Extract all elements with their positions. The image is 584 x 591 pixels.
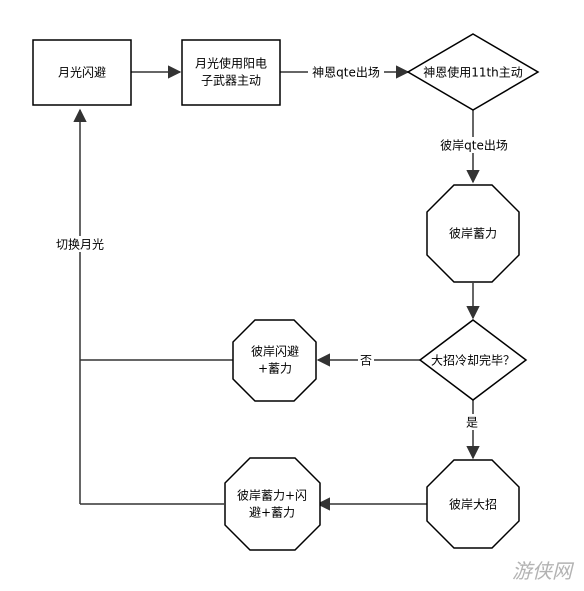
edge-label-switch-moonlight: 切换月光 <box>56 238 104 252</box>
node-bian-charge-label: 彼岸蓄力 <box>449 227 497 241</box>
edge-label-bg-switch-moonlight <box>54 236 106 252</box>
node-ult-ready-label: 大招冷却完毕？ <box>431 353 515 368</box>
node-bian-ult-octagon <box>426 459 520 549</box>
watermark-logo: 游侠网 <box>512 559 575 583</box>
node-bian-charge-octagon <box>426 184 520 283</box>
edge-label-shenen-qte: 神恩qte出场 <box>312 66 380 80</box>
node-bian-dodge-charge-label-2: +蓄力 <box>258 362 292 376</box>
node-combo-label-2: 避+蓄力 <box>249 506 295 520</box>
edge-label-bg-no <box>358 352 374 368</box>
node-bian-dodge-charge-label-1: 彼岸闪避 <box>251 345 299 359</box>
node-moonlight-dodge-label: 月光闪避 <box>58 66 106 80</box>
node-moonlight-electron-label-1: 月光使用阳电 <box>195 56 267 71</box>
edge-label-yes: 是 <box>466 416 478 430</box>
node-ult-ready-diamond <box>418 319 528 401</box>
edge-label-bg-shenen-qte <box>308 64 384 80</box>
edge-label-bian-qte: 彼岸qte出场 <box>440 139 508 153</box>
node-moonlight-electron-label-2: 子武器主动 <box>201 74 261 88</box>
edge-label-bg-yes <box>463 414 481 430</box>
node-moonlight-electron-box <box>181 39 281 106</box>
node-moonlight-dodge-box <box>32 39 132 106</box>
node-combo-label-1: 彼岸蓄力+闪 <box>237 489 307 503</box>
node-combo-octagon <box>224 457 321 551</box>
node-bian-dodge-charge-octagon <box>232 319 317 402</box>
node-shenen-label: 神恩使用11th主动 <box>423 65 523 80</box>
node-shenen-diamond <box>406 33 540 111</box>
node-bian-ult-label: 彼岸大招 <box>449 498 497 512</box>
edge-label-no: 否 <box>360 354 372 368</box>
edge-label-bg-bian-qte <box>436 137 512 153</box>
